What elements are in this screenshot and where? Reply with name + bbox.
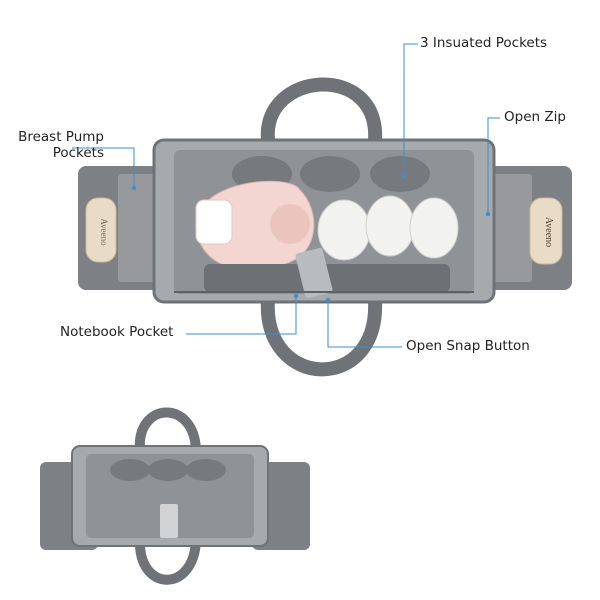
leader-insulated-pockets [403, 43, 418, 176]
bottom-bag [40, 407, 310, 585]
towel-2 [365, 195, 415, 257]
leader-open-zip [487, 117, 500, 214]
bottom-bag-pocket-2 [148, 459, 188, 481]
bottom-bag-strap [160, 504, 178, 538]
callout-breast-pump-line2: Pockets [52, 144, 104, 161]
snap-strap [295, 247, 333, 299]
callout-open-zip: Open Zip [504, 109, 566, 125]
top-handle [260, 77, 383, 147]
bottom-bag-pocket-1 [110, 459, 150, 481]
insulated-pocket-3 [370, 156, 430, 192]
bottom-handle [260, 293, 383, 377]
bottom-bag-pocket-3 [186, 459, 226, 481]
right-mesh-pocket [490, 174, 532, 282]
pump-display [195, 199, 233, 245]
leader-breast-pump [72, 147, 135, 188]
bottom-bag-bottom-handle [134, 535, 201, 585]
towel-1 [317, 199, 371, 261]
towel-3 [409, 197, 459, 259]
right-bottle-label: Aveeno [543, 217, 554, 247]
top-bag: Aveeno Aveeno [78, 77, 572, 377]
bottom-bag-top-handle [134, 407, 201, 455]
callout-breast-pump-line1: Breast Pump [18, 129, 104, 145]
leader-lines [72, 43, 500, 348]
leader-open-snap [327, 300, 402, 348]
callout-open-snap-button: Open Snap Button [406, 338, 530, 354]
pump-flange [270, 204, 310, 244]
callout-breast-pump-pockets: Breast Pump Pockets [8, 129, 104, 161]
insulated-pocket-2 [300, 156, 360, 192]
callout-insulated-pockets: 3 Insuated Pockets [420, 35, 548, 51]
right-bottle [529, 197, 563, 265]
left-bottle [85, 197, 117, 263]
left-bottle-label: Aveeno [99, 218, 109, 246]
left-mesh-pocket [118, 174, 158, 282]
callout-notebook-pocket: Notebook Pocket [60, 324, 174, 340]
leader-notebook-pocket [186, 296, 297, 335]
